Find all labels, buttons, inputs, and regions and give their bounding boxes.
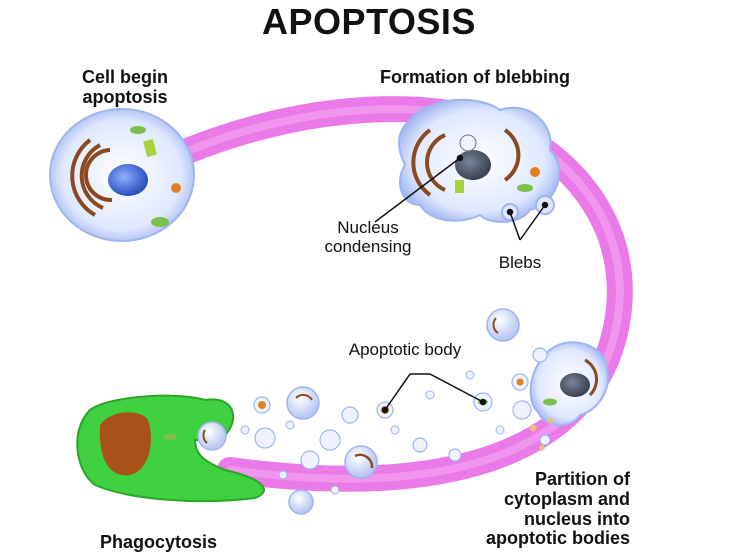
label-nucleus-condensing: Nucleus condensing <box>324 218 412 256</box>
blebbing-cell <box>398 98 561 223</box>
label-phagocytosis: Phagocytosis <box>100 532 218 552</box>
pointer-lines <box>374 154 549 414</box>
healthy-cell <box>49 108 195 242</box>
label-blebbing: Formation of blebbing <box>380 67 570 87</box>
label-partition: Partition of cytoplasm and nucleus into … <box>486 469 630 549</box>
process-arrow <box>172 96 633 492</box>
phagocyte <box>76 394 265 503</box>
label-blebs: Blebs <box>498 253 542 272</box>
partitioning-cell <box>529 341 610 427</box>
label-cell-begin: Cell begin apoptosis <box>81 67 168 107</box>
diagram-title: APOPTOSIS <box>262 1 476 42</box>
label-apoptotic-body: Apoptotic body <box>348 340 462 359</box>
apoptotic-bodies <box>240 308 554 515</box>
